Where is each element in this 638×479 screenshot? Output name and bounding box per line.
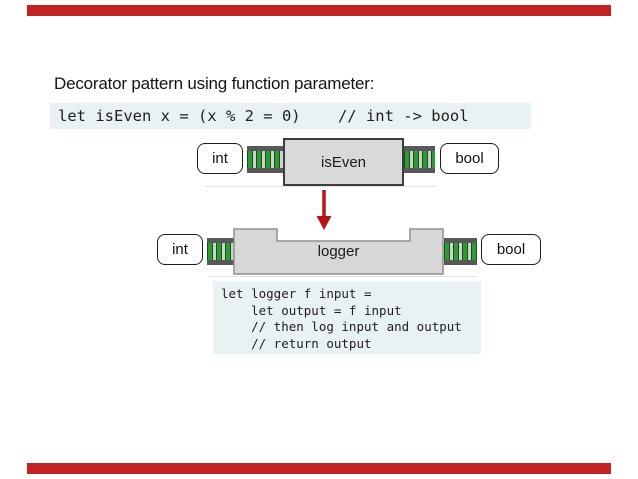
code-line: let output = f input <box>221 302 402 318</box>
accent-bar-top <box>27 5 611 16</box>
railway-track-icon <box>247 146 284 173</box>
accent-bar-bottom <box>27 463 611 474</box>
int-type-label: int <box>212 150 228 167</box>
int-type-box-logger: int <box>157 234 203 265</box>
function-name-label: logger <box>317 243 360 260</box>
code-line: // then log input and output <box>221 319 462 334</box>
bool-type-label: bool <box>455 150 484 167</box>
int-type-label: int <box>172 241 188 258</box>
code-snippet-isEven: let isEven x = (x % 2 = 0) // int -> boo… <box>50 103 531 129</box>
int-type-box-isEven: int <box>197 143 243 174</box>
code-line: let logger f input = <box>221 286 372 301</box>
down-arrow-icon <box>316 190 332 230</box>
bool-type-label: bool <box>496 241 526 258</box>
image-border-line <box>205 186 437 187</box>
function-name-label: isEven <box>320 153 367 171</box>
railway-track-icon <box>207 238 234 265</box>
code-line: // return output <box>221 335 372 351</box>
bool-type-box-logger: bool <box>481 234 541 265</box>
bool-type-box-isEven: bool <box>440 143 499 174</box>
function-box-isEven: isEven <box>283 138 404 186</box>
slide-title: Decorator pattern using function paramet… <box>54 74 375 93</box>
railway-track-icon <box>404 146 435 173</box>
logger-shape <box>233 228 444 275</box>
railway-track-icon <box>444 238 477 265</box>
image-border-line <box>208 276 477 277</box>
code-snippet-logger: let logger f input = let output = f inpu… <box>213 281 481 354</box>
